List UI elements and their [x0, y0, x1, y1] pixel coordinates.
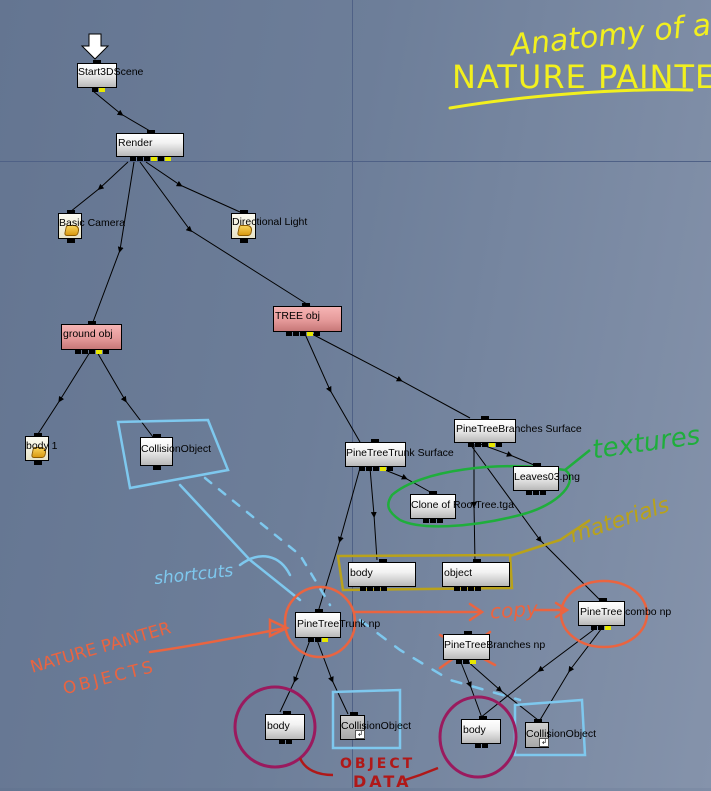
- title-line-2: NATURE PAINTER: [452, 58, 711, 96]
- edge-trunk-clone: [379, 467, 433, 494]
- node-pinetreebranches-np[interactable]: [443, 631, 490, 664]
- edge-combo-collision: [539, 627, 603, 721]
- horizontal-guide-line: [0, 161, 711, 162]
- node-start3dscene-label: Start3DScene: [78, 66, 144, 78]
- node-body-material[interactable]: [348, 559, 416, 591]
- annotation-object: OBJECT: [340, 756, 416, 772]
- edge-render-camera: [69, 161, 129, 213]
- node-pinetreetrunk-np[interactable]: [295, 609, 341, 642]
- node-collision-object-combo-label: CollisionObject: [526, 728, 597, 740]
- node-pinetreebranches-np-label: PineTreeBranches np: [444, 639, 546, 651]
- node-body-combo[interactable]: [461, 716, 501, 748]
- edge-ground-collision: [96, 351, 154, 438]
- node-tree-obj[interactable]: [273, 303, 342, 336]
- edge-combo-body: [479, 627, 597, 719]
- trunk-np-circle: [283, 585, 357, 659]
- shortcut-box-collision-trunk: [331, 688, 402, 750]
- object-data-circle-2: [438, 695, 518, 779]
- edge-trunknp-collision: [316, 639, 349, 715]
- edge-render-light: [139, 161, 311, 307]
- node-start3dscene[interactable]: [77, 60, 117, 92]
- node-collision-object-1[interactable]: [140, 434, 173, 470]
- materials-box: [336, 553, 514, 592]
- node-body-1-label: body 1: [26, 440, 58, 452]
- shortcut-box-collision1: [116, 418, 230, 490]
- node-ground-obj-label: ground obj: [63, 328, 113, 340]
- annotation-copy: copy: [489, 596, 539, 624]
- edge-branchesnp-body: [459, 659, 483, 719]
- node-render-label: Render: [118, 137, 153, 149]
- edge-trunk-body: [369, 467, 378, 561]
- shortcut-icon: ↲: [355, 730, 365, 739]
- edge-branches-object: [470, 444, 477, 563]
- edge-ground-body1: [35, 351, 91, 438]
- edge-tree-trunk: [304, 333, 361, 443]
- node-collision-object-combo[interactable]: ↲: [525, 719, 549, 748]
- vertical-guide-line: [352, 0, 353, 788]
- edge-branches-leaves: [479, 443, 535, 466]
- node-leaves03-png[interactable]: [513, 463, 559, 495]
- node-render[interactable]: [116, 130, 184, 161]
- title-underline: [448, 88, 694, 110]
- node-collision-object-trunk-label: CollisionObject: [341, 720, 412, 732]
- edge-render-directional: [145, 161, 241, 213]
- node-basic-camera[interactable]: [58, 210, 82, 243]
- node-pinetree-combo-np-label: PineTree combo np: [580, 606, 672, 618]
- node-body-1[interactable]: [25, 433, 49, 465]
- node-collision-object-1-label: CollisionObject: [141, 443, 212, 455]
- node-pinetreebranches-surface-label: PineTreeBranches Surface: [456, 423, 582, 435]
- edge-tree-branches: [311, 333, 471, 419]
- annotation-data: DATA: [353, 772, 412, 791]
- node-pinetreebranches-surface[interactable]: [454, 416, 516, 447]
- textures-loop: [387, 464, 572, 528]
- node-body-material-label: body: [350, 567, 373, 579]
- node-ground-obj[interactable]: [61, 321, 122, 354]
- edge-branches-combo: [469, 443, 601, 601]
- node-body-combo-label: body: [463, 724, 486, 736]
- node-leaves03-png-label: Leaves03.png: [514, 471, 580, 483]
- node-collision-object-trunk[interactable]: ↲: [340, 712, 365, 740]
- node-directional-light-label: Directional Light: [232, 216, 308, 228]
- node-pinetree-combo-np[interactable]: [578, 598, 625, 630]
- entry-arrow-icon: [80, 33, 110, 60]
- edge-branchesnp-collision: [465, 659, 539, 721]
- object-data-circle-1: [233, 685, 317, 769]
- node-tree-obj-label: TREE obj: [275, 310, 320, 322]
- node-pinetreetrunk-surface-label: PineTreeTrunk Surface: [346, 447, 454, 459]
- node-object-material-label: object: [444, 567, 473, 579]
- node-pinetreetrunk-np-label: PineTreeTrunk np: [297, 618, 381, 630]
- shortcut-icon: ↲: [539, 738, 549, 747]
- node-object-material[interactable]: [442, 559, 510, 591]
- edge-render-ground: [92, 161, 135, 323]
- node-clone-of-roottree-label: Clone of RootTree.tga: [411, 499, 514, 511]
- node-body-trunk[interactable]: [265, 711, 305, 744]
- node-clone-of-roottree[interactable]: [410, 491, 456, 523]
- node-basic-camera-label: Basic Camera: [59, 217, 125, 229]
- node-pinetreetrunk-surface[interactable]: [345, 439, 406, 471]
- node-body-trunk-label: body: [267, 720, 290, 732]
- node-directional-light[interactable]: [231, 210, 256, 243]
- edge-start-render: [92, 90, 151, 132]
